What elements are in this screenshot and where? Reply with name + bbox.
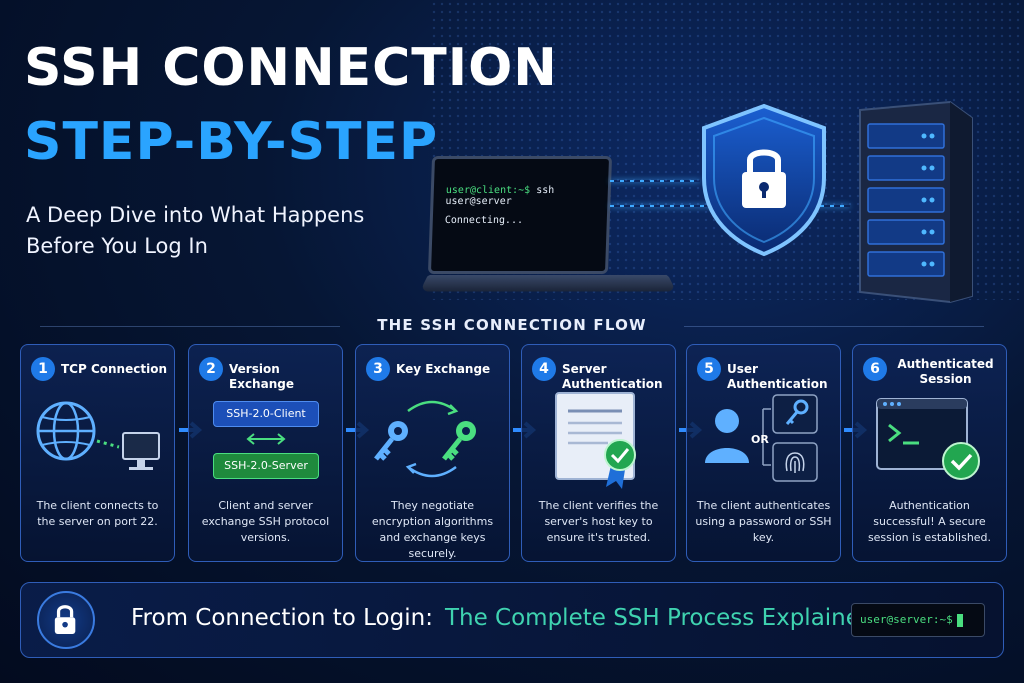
step-number: 1 [31, 357, 55, 381]
page-title-line2: STEP-BY-STEP [24, 112, 439, 172]
certificate-icon [555, 392, 636, 489]
server-prompt: user@server:~$ [860, 613, 953, 626]
step-card-authenticated-session: 6 Authenticated Session Authentication s… [852, 344, 1007, 562]
footer-banner: From Connection to Login: The Complete SS… [20, 582, 1004, 658]
check-icon [604, 439, 636, 471]
step-card-tcp-connection: 1 TCP Connection The client connects to … [20, 344, 175, 562]
flow-title-rule-right [684, 326, 984, 327]
laptop-terminal: user@client:~$ ssh user@server Connectin… [427, 156, 613, 274]
terminal-cursor [956, 613, 963, 627]
step-description: The client connects to the server on por… [36, 499, 159, 528]
monitor-icon [122, 432, 160, 470]
exchange-arrows-icon [246, 433, 286, 445]
step-number: 2 [199, 357, 223, 381]
step-number: 5 [697, 357, 721, 381]
step-description: Client and server exchange SSH protocol … [201, 499, 330, 544]
step-title: Authenticated Session [897, 357, 994, 386]
client-prompt: user@client:~$ [445, 185, 531, 196]
step-title: Version Exchange [229, 362, 294, 391]
globe-icon [36, 401, 160, 470]
user-auth-icon [705, 394, 818, 482]
fingerprint-icon [785, 452, 805, 473]
step-description: The client verifies the server's host ke… [538, 499, 659, 544]
server-version-badge: SSH-2.0-Server [213, 453, 319, 479]
key-icon-blue [374, 421, 408, 461]
lock-icon [54, 605, 76, 634]
step-description: Authentication successful! A secure sess… [867, 499, 992, 544]
laptop-illustration: user@client:~$ ssh user@server Connectin… [419, 150, 677, 300]
step-title: Server Authentication [562, 362, 663, 391]
footer-tagline: From Connection to Login: The Complete SS… [131, 605, 875, 631]
key-exchange-icon [374, 400, 476, 478]
step-number: 3 [366, 357, 390, 381]
page-title-line1: SSH CONNECTION [24, 38, 558, 98]
flow-section-title: THE SSH CONNECTION FLOW [0, 316, 1024, 334]
user-icon [705, 409, 749, 463]
step-title: TCP Connection [61, 362, 167, 376]
connection-beam-top [610, 180, 700, 182]
connecting-output: Connecting... [444, 215, 524, 226]
step-title: Key Exchange [396, 362, 491, 376]
laptop-keyboard [419, 274, 677, 292]
flow-title-rule-left [40, 326, 340, 327]
step-card-key-exchange: 3 Key Exchange They negotiate encryption… [355, 344, 510, 562]
check-icon [942, 442, 980, 480]
step-description: The client authenticates using a passwor… [695, 499, 832, 544]
terminal-icon [876, 398, 980, 480]
footer-text-white: From Connection to Login: [131, 605, 433, 631]
step-card-version-exchange: 2 Version Exchange SSH-2.0-Client SSH-2.… [188, 344, 343, 562]
server-icon [859, 100, 973, 304]
footer-text-green: The Complete SSH Process Explained [444, 605, 875, 631]
shield-icon [702, 103, 826, 257]
client-version-badge: SSH-2.0-Client [213, 401, 319, 427]
step-number: 6 [863, 357, 887, 381]
flow-title-text: THE SSH CONNECTION FLOW [377, 316, 647, 334]
key-icon-green [442, 421, 476, 461]
step-number: 4 [532, 357, 556, 381]
server-terminal: user@server:~$ [851, 603, 985, 637]
step-description: They negotiate encryption algorithms and… [371, 499, 494, 560]
or-label: OR [751, 433, 769, 446]
lock-icon-container [37, 591, 95, 649]
step-card-user-authentication: 5 User Authentication OR The client auth… [686, 344, 841, 562]
key-icon [785, 399, 809, 425]
step-title: User Authentication [727, 362, 828, 391]
page-subtitle: A Deep Dive into What Happens Before You… [26, 203, 365, 258]
step-card-server-authentication: 4 Server Authentication The client verif… [521, 344, 676, 562]
